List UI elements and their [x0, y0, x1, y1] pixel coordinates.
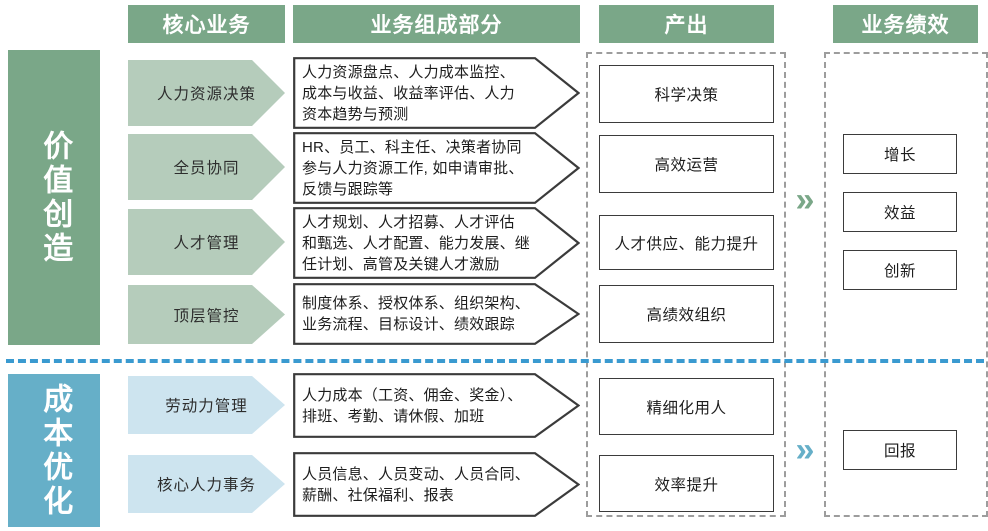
pentagon-outline-icon: [293, 207, 580, 279]
core-business-arrow-workforce-mgmt[interactable]: 劳动力管理: [128, 376, 285, 434]
pentagon-outline-icon: [293, 452, 580, 517]
composition-line: 资本趋势与预测: [302, 105, 409, 123]
pentagon-outline-icon: [293, 57, 580, 129]
pentagon-outline-icon: [293, 283, 580, 345]
core-business-arrow-label: 人才管理: [173, 235, 240, 252]
composition-line: HR、员工、科主任、决策者协同: [302, 138, 522, 156]
chevron-right-icon-lower: »: [788, 432, 822, 468]
composition-line: 人力资源盘点、人力成本监控、: [302, 63, 515, 81]
chevron-glyph: »: [795, 431, 815, 469]
column-header-composition: 业务组成部分: [293, 5, 580, 43]
composition-line: 排班、考勤、请休假、加班: [302, 407, 485, 425]
performance-box-growth[interactable]: 增长: [843, 134, 957, 174]
core-business-arrow-hr-decision[interactable]: 人力资源决策: [128, 60, 285, 126]
composition-box-talent-mgmt[interactable]: 人才规划、人才招募、人才评估 和甄选、人才配置、能力发展、继 任计划、高管及关键…: [293, 207, 580, 279]
output-box-talent-supply[interactable]: 人才供应、能力提升: [599, 215, 774, 270]
core-business-arrow-top-control[interactable]: 顶层管控: [128, 285, 285, 344]
chevron-right-icon-upper: »: [788, 182, 822, 218]
composition-text: 人力成本（工资、佣金、奖金）、 排班、考勤、请休假、加班: [302, 373, 536, 438]
column-header-label: 业务绩效: [861, 14, 950, 37]
composition-line: 人力成本（工资、佣金、奖金）、: [302, 386, 523, 404]
composition-box-all-staff[interactable]: HR、员工、科主任、决策者协同 参与人力资源工作, 如申请审批、 反馈与跟踪等: [293, 132, 580, 204]
chevron-glyph: »: [795, 181, 815, 219]
output-box-label: 高效运营: [654, 157, 719, 174]
column-header-label: 产出: [664, 14, 709, 37]
composition-text: 人员信息、人员变动、人员合同、 薪酬、社保福利、报表: [302, 452, 536, 517]
band-value-creation: 价值创造: [8, 50, 100, 345]
performance-box-label: 创新: [883, 263, 916, 280]
band-label-text: 价值创造: [38, 129, 72, 266]
composition-text: 制度体系、授权体系、组织架构、 业务流程、目标设计、绩效跟踪: [302, 283, 536, 345]
composition-line: 业务流程、目标设计、绩效跟踪: [302, 316, 515, 333]
composition-line: 反馈与跟踪等: [302, 180, 394, 198]
output-box-label: 效率提升: [654, 476, 719, 494]
output-box-efficient-ops[interactable]: 高效运营: [599, 135, 774, 193]
output-box-refined-staffing[interactable]: 精细化用人: [599, 378, 774, 435]
band-label-text: 成本优化: [38, 382, 72, 519]
core-business-arrow-label: 核心人力事务: [156, 477, 256, 494]
section-divider: [6, 359, 984, 363]
composition-text: 人力资源盘点、人力成本监控、 成本与收益、收益率评估、人力 资本趋势与预测: [302, 57, 536, 129]
composition-line: 和甄选、人才配置、能力发展、继: [302, 234, 531, 252]
column-header-output: 产出: [599, 5, 774, 43]
column-header-label: 业务组成部分: [370, 14, 503, 37]
output-box-label: 人才供应、能力提升: [614, 235, 759, 253]
performance-box-label: 回报: [883, 443, 916, 460]
core-business-arrow-talent-mgmt[interactable]: 人才管理: [128, 209, 285, 275]
core-business-arrow-all-staff[interactable]: 全员协同: [128, 134, 285, 200]
composition-line: 薪酬、社保福利、报表: [302, 486, 455, 504]
output-box-high-perf-org[interactable]: 高绩效组织: [599, 285, 774, 343]
composition-line: 成本与收益、收益率评估、人力: [302, 84, 515, 102]
column-header-label: 核心业务: [162, 14, 251, 37]
band-cost-optimization: 成本优化: [8, 374, 100, 527]
pentagon-outline-icon: [293, 132, 580, 204]
column-header-core-business: 核心业务: [128, 5, 285, 43]
output-box-scientific-decision[interactable]: 科学决策: [599, 65, 774, 123]
performance-box-label: 效益: [883, 205, 916, 222]
dashed-group-output: [586, 52, 786, 517]
core-business-arrow-label: 全员协同: [173, 160, 240, 177]
pentagon-outline-icon: [293, 373, 580, 438]
output-box-label: 精细化用人: [646, 399, 727, 417]
performance-box-return[interactable]: 回报: [843, 430, 957, 470]
core-business-arrow-label: 顶层管控: [173, 307, 240, 325]
output-box-label: 高绩效组织: [646, 307, 727, 324]
composition-line: 参与人力资源工作, 如申请审批、: [302, 159, 524, 177]
dashed-group-performance: [824, 52, 988, 517]
output-box-label: 科学决策: [654, 87, 719, 104]
performance-box-innovation[interactable]: 创新: [843, 250, 957, 290]
composition-box-hr-decision[interactable]: 人力资源盘点、人力成本监控、 成本与收益、收益率评估、人力 资本趋势与预测: [293, 57, 580, 129]
composition-line: 任计划、高管及关键人才激励: [302, 255, 500, 273]
composition-box-top-control[interactable]: 制度体系、授权体系、组织架构、 业务流程、目标设计、绩效跟踪: [293, 283, 580, 345]
output-box-efficiency-gain[interactable]: 效率提升: [599, 455, 774, 512]
performance-box-benefit[interactable]: 效益: [843, 192, 957, 232]
composition-box-core-hr[interactable]: 人员信息、人员变动、人员合同、 薪酬、社保福利、报表: [293, 452, 580, 517]
composition-box-workforce-mgmt[interactable]: 人力成本（工资、佣金、奖金）、 排班、考勤、请休假、加班: [293, 373, 580, 438]
core-business-arrow-label: 人力资源决策: [156, 86, 256, 103]
composition-line: 人员信息、人员变动、人员合同、: [302, 465, 531, 483]
column-header-performance: 业务绩效: [833, 5, 978, 43]
core-business-arrow-label: 劳动力管理: [165, 398, 248, 415]
composition-line: 人才规划、人才招募、人才评估: [302, 213, 515, 231]
composition-line: 制度体系、授权体系、组织架构、: [302, 295, 531, 312]
composition-text: 人才规划、人才招募、人才评估 和甄选、人才配置、能力发展、继 任计划、高管及关键…: [302, 207, 536, 279]
core-business-arrow-core-hr[interactable]: 核心人力事务: [128, 455, 285, 513]
performance-box-label: 增长: [883, 147, 916, 164]
composition-text: HR、员工、科主任、决策者协同 参与人力资源工作, 如申请审批、 反馈与跟踪等: [302, 132, 536, 204]
